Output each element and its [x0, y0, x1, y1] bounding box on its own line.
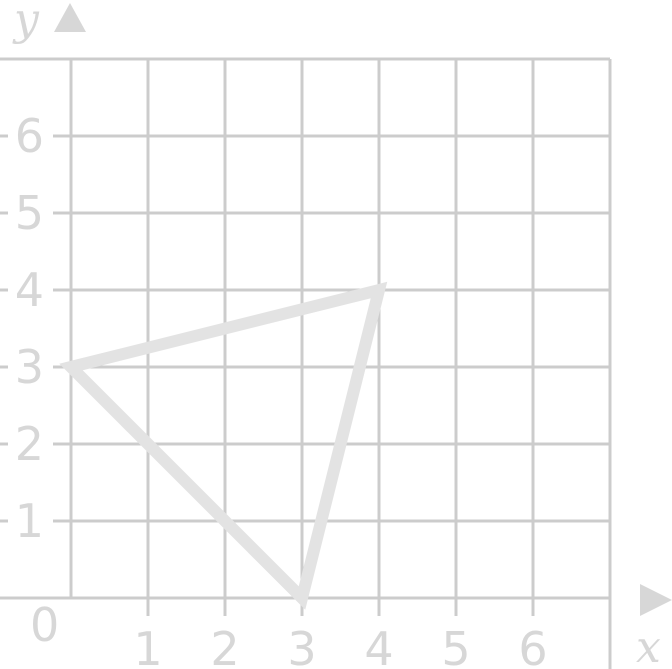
y-tick-label-1: 1: [15, 494, 44, 548]
x-tick-label-5: 5: [441, 622, 470, 669]
origin-label: 0: [30, 598, 59, 652]
y-tick-label-5: 5: [15, 186, 44, 240]
x-tick-label-6: 6: [518, 622, 547, 669]
x-tick-label-2: 2: [210, 622, 239, 669]
x-tick-label-1: 1: [133, 622, 162, 669]
x-axis-arrow-icon: [640, 584, 672, 616]
y-tick-label-4: 4: [15, 263, 44, 317]
x-tick-labels: 1 2 3 4 5 6: [133, 622, 547, 669]
x-axis-title: x: [636, 622, 661, 669]
y-axis-title: y: [12, 0, 40, 45]
y-tick-label-3: 3: [15, 340, 44, 394]
triangle-shape: [59, 281, 388, 610]
y-tick-label-6: 6: [15, 109, 44, 163]
y-tick-labels: 1 2 3 4 5 6: [15, 109, 44, 548]
grid-lines: [0, 57, 612, 669]
y-axis-arrow-icon: [54, 3, 86, 32]
x-tick-label-3: 3: [287, 622, 316, 669]
y-tick-label-2: 2: [15, 417, 44, 471]
x-tick-label-4: 4: [364, 622, 393, 669]
